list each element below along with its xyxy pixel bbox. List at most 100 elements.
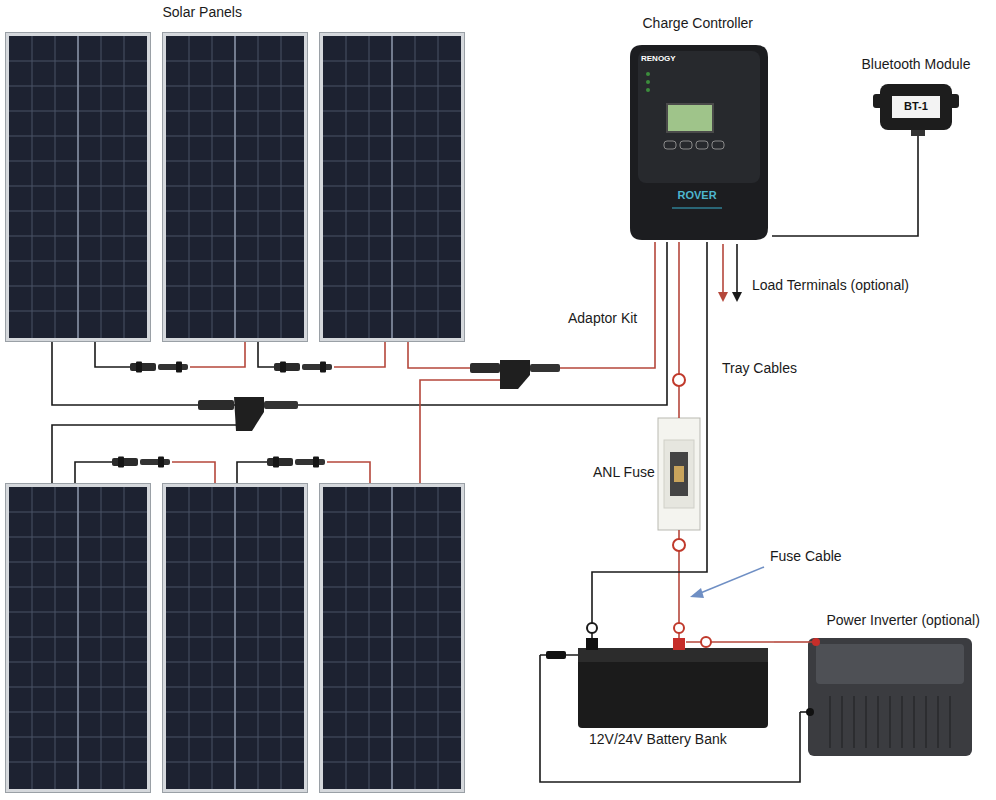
solar-panel-array [6,33,151,342]
power-inverter-device [816,644,964,684]
charge-controller-device [630,45,768,240]
charge-controller-device [667,104,713,132]
leader-arrow [690,567,764,598]
device-marking: ROVER [678,189,717,202]
charge-controller-device [646,88,650,92]
solar-panel-array: Solar Panels [3,2,470,798]
cable-connector [772,136,918,236]
device-marking: BT-1 [904,100,928,113]
node-label: Charge Controller [643,15,754,32]
charge-controller-device [638,51,760,183]
branch-connector [198,400,234,410]
battery-device [586,638,598,650]
panel-wiring [334,342,385,367]
branch-connector [470,379,502,381]
branch-connector [264,401,298,409]
callout-label: Adaptor Kit [566,310,639,327]
battery-device [540,622,774,728]
branch-connector [470,360,560,389]
battery-device [578,648,768,662]
bluetooth-module-device [911,130,925,136]
charge-controller-device [646,80,650,84]
cable-connector [678,242,680,418]
power-inverter-device [800,638,972,756]
node-label: Solar Panels [163,4,242,21]
battery-bank: 12V/24V Battery Bank [540,622,774,752]
anl-fuse-holder [670,452,688,496]
battery-device [578,648,768,728]
branch-connector [470,363,500,373]
callout-label: Tray Cables [720,360,799,377]
solar-panel-array [320,484,465,793]
cable-connector [774,641,800,643]
load-terminal-arrow [732,292,742,302]
solar-panel-array [163,33,308,342]
charge-controller-device [664,141,676,149]
cable-connector [470,242,667,405]
panel-wiring [75,462,112,483]
load-terminal-arrow [722,244,724,293]
panel-wiring [172,462,215,483]
ring-terminal [674,623,684,633]
panel-wiring [408,342,470,368]
panel-wiring [420,380,470,483]
branch-connector [530,364,560,372]
panel-wiring [258,342,274,367]
charge-controller-device [646,72,650,76]
bluetooth-module: Bluetooth ModuleBT-1 [848,54,990,136]
callout-label: Load Terminals (optional) [750,277,911,294]
battery-device [686,641,774,643]
load-terminal-arrow [718,244,742,302]
solar-panel-array [320,33,465,342]
bluetooth-module-device [880,84,952,130]
ring-terminal [701,637,711,647]
bluetooth-module-device [892,96,940,118]
ring-terminal [587,623,597,633]
device-marking: RENOGY [641,54,676,64]
mc4-connector [130,362,188,373]
ring-terminal [587,374,711,647]
mc4-connector [112,362,332,468]
charge-controller-device [680,141,692,149]
anl-fuse-holder [658,418,700,530]
power-inverter-device [800,641,814,643]
leader-arrow [690,588,704,598]
anl-fuse-holder [664,440,694,508]
panel-wiring [52,342,470,483]
anl-fuse: ANL Fuse [592,418,702,530]
solar-panel-array [6,484,151,793]
leader-arrow [698,567,764,594]
branch-connector [234,397,264,431]
solar-panel-array [163,484,308,793]
node-label: ANL Fuse [593,464,655,481]
panel-wiring [237,462,267,483]
power-inverter-device [808,638,972,756]
charge-controller-device [712,141,724,149]
branch-connector [500,360,530,389]
mc4-connector [274,362,332,373]
callout-label: Fuse Cable [768,548,844,565]
power-inverter-device [812,638,820,646]
panel-wiring [52,425,238,483]
panel-wiring [95,342,130,367]
load-terminal-arrow [718,292,728,302]
ring-terminal [673,539,685,551]
cable-connector [470,242,655,368]
bluetooth-module-device [873,84,959,136]
charge-controller-device [672,207,722,209]
panel-wiring [190,342,245,367]
load-terminal-arrow [736,244,738,293]
charge-controller-device [630,45,768,240]
ring-terminal [673,374,685,386]
mc4-connector [112,457,170,468]
battery-device [673,638,685,650]
anl-fuse-holder [674,466,684,482]
mc4-connector [267,457,325,468]
node-label: Bluetooth Module [862,56,971,73]
node-label: 12V/24V Battery Bank [589,731,727,748]
battery-device [546,651,566,659]
cable-connector [540,655,800,782]
